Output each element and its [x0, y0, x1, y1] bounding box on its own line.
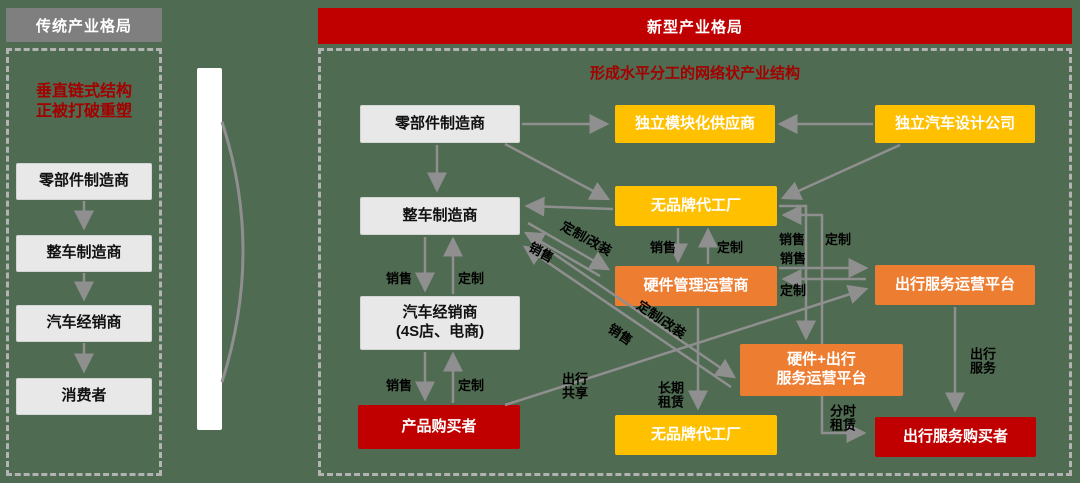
- right-panel-header: 新型产业格局: [318, 8, 1072, 44]
- left-box-consumer: 消费者: [16, 378, 152, 415]
- box-modular-supplier: 独立模块化供应商: [615, 105, 775, 143]
- box-oem: 整车制造商: [360, 197, 520, 235]
- box-no-brand-factory-top: 无品牌代工厂: [615, 186, 777, 226]
- edge-label-time-lease: 分时 租赁: [829, 403, 857, 433]
- left-note-line1: 垂直链式结构: [35, 83, 132, 100]
- left-note-line2: 正被打破重塑: [35, 103, 132, 120]
- box-design-company: 独立汽车设计公司: [875, 105, 1035, 143]
- box-hw-mobility-platform: 硬件+出行 服务运营平台: [740, 344, 903, 396]
- box-dealer: 汽车经销商 (4S店、电商): [360, 296, 520, 350]
- left-panel-border: [6, 48, 162, 476]
- box-mobility-platform: 出行服务运营平台: [875, 265, 1035, 305]
- edge-label-custom: 定制: [457, 270, 485, 286]
- box-mobility-buyer: 出行服务购买者: [875, 417, 1036, 457]
- edge-label-custom: 定制: [824, 231, 852, 247]
- edge-label-travel-service: 出行 服务: [969, 346, 997, 376]
- box-parts-maker: 零部件制造商: [360, 105, 520, 143]
- edge-label-long-lease: 长期 租赁: [657, 380, 685, 410]
- left-box-parts-maker: 零部件制造商: [16, 163, 152, 200]
- left-box-dealer: 汽车经销商: [16, 305, 152, 342]
- left-box-oem: 整车制造商: [16, 235, 152, 272]
- box-product-buyer: 产品购买者: [358, 405, 520, 449]
- transition-bar: [197, 68, 222, 430]
- edge-label-sell: 销售: [779, 250, 807, 266]
- edge-label-sell: 销售: [778, 231, 806, 247]
- edge-label-sell: 销售: [385, 377, 413, 393]
- edge-label-custom: 定制: [716, 239, 744, 255]
- edge-label-custom: 定制: [779, 282, 807, 298]
- left-panel-header: 传统产业格局: [6, 8, 162, 42]
- right-panel-subtitle: 形成水平分工的网络状产业结构: [589, 65, 800, 82]
- left-panel-note: 垂直链式结构 正被打破重塑: [6, 82, 162, 122]
- edge-label-sell: 销售: [385, 270, 413, 286]
- right-panel-border: [318, 48, 1072, 476]
- box-no-brand-factory-bottom: 无品牌代工厂: [615, 415, 777, 455]
- edge-label-travel-share: 出行 共享: [561, 371, 589, 401]
- edge-label-sell: 销售: [649, 239, 677, 255]
- edge-label-custom: 定制: [457, 377, 485, 393]
